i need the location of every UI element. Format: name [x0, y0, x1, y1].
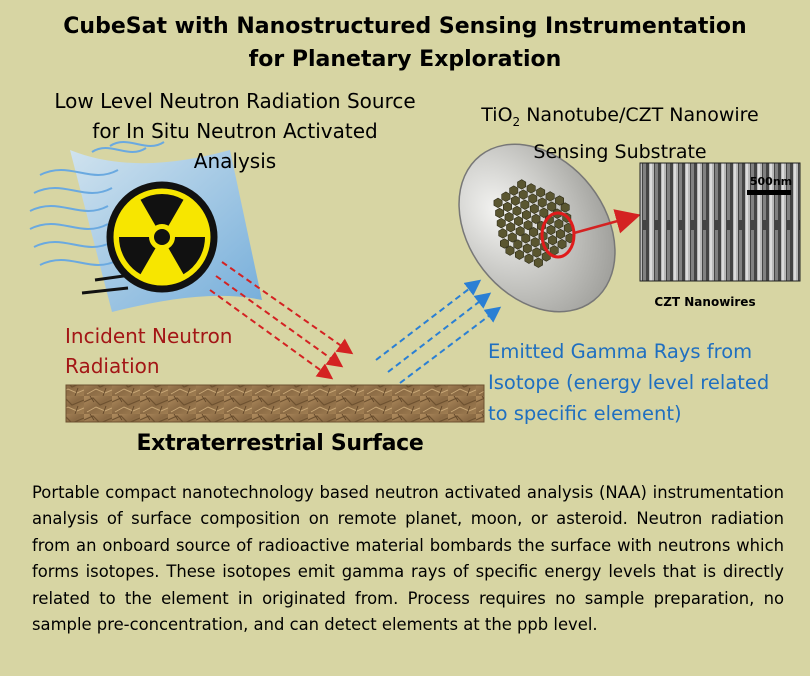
- nanostructure-cell: [522, 234, 530, 244]
- nanostructure-cell: [555, 219, 563, 229]
- nanostructure-cell: [534, 258, 542, 268]
- nanostructure-cell: [546, 192, 554, 202]
- neutron-source-label-line-1: Low Level Neutron Radiation Source: [20, 86, 450, 116]
- nanostructure-cell: [525, 254, 533, 264]
- substrate-label-line-1: TiO2 Nanotube/CZT Nanowire: [430, 100, 810, 137]
- micrograph-caption: CZT Nanowires: [615, 287, 795, 317]
- nanostructure-cell: [518, 180, 526, 190]
- emitted-gamma-label: Emitted Gamma Rays from Isotope (energy …: [488, 336, 808, 429]
- substrate-label: TiO2 Nanotube/CZT Nanowire Sensing Subst…: [430, 100, 810, 167]
- incident-label-line-2: Radiation: [65, 351, 295, 381]
- substrate-label-tio: TiO: [481, 104, 512, 126]
- nanostructure-cell: [537, 188, 545, 198]
- nanostructure-cell: [500, 239, 508, 249]
- nanostructure-cell: [505, 212, 513, 222]
- description-paragraph: Portable compact nanotechnology based ne…: [32, 480, 784, 638]
- nanostructure-cell: [515, 250, 523, 260]
- neutron-source-label-line-3: Analysis: [20, 146, 450, 176]
- nanostructure-cell: [558, 239, 566, 249]
- nanostructure-cell: [519, 190, 527, 200]
- incident-neutron-label: Incident Neutron Radiation: [65, 321, 295, 381]
- nanostructure-cell: [506, 246, 514, 256]
- nanostructure-cell: [522, 210, 530, 220]
- nanostructure-cell: [531, 238, 539, 248]
- nanostructure-cell: [514, 240, 522, 250]
- emitted-label-line-1: Emitted Gamma Rays from: [488, 336, 808, 367]
- nanostructure-cell: [547, 225, 555, 235]
- neutron-source-label: Low Level Neutron Radiation Source for I…: [20, 86, 450, 176]
- emitted-label-line-3: to specific element): [488, 398, 808, 429]
- nanostructure-cell: [561, 203, 569, 213]
- emitted-label-line-2: Isotope (energy level related: [488, 367, 808, 398]
- nanostructure-cell: [510, 186, 518, 196]
- nanostructure-cell: [511, 196, 519, 206]
- nanostructure-cell: [513, 206, 521, 216]
- nanostructure-cell: [521, 200, 529, 210]
- emitted-gamma-arrows: [376, 282, 498, 383]
- nanostructure-cell: [530, 204, 538, 214]
- nanostructure-cell: [494, 198, 502, 208]
- nanostructure-cell: [496, 208, 504, 218]
- nanostructure-cell: [499, 229, 507, 239]
- substrate-label-line-2: Sensing Substrate: [430, 137, 810, 167]
- nanostructure-cell: [502, 192, 510, 202]
- nanostructure-cell: [497, 218, 505, 228]
- nanostructure-cell: [548, 235, 556, 245]
- extraterrestrial-surface-strip: [66, 385, 484, 422]
- scale-bar: [747, 190, 791, 195]
- substrate-label-rest: Nanotube/CZT Nanowire: [520, 104, 759, 126]
- nanostructure-cell: [524, 220, 532, 230]
- nanostructure-cell: [533, 248, 541, 258]
- nanostructure-cell: [555, 196, 563, 206]
- scale-bar-label: 500nm: [742, 175, 800, 189]
- neutron-source-label-line-2: for In Situ Neutron Activated: [20, 116, 450, 146]
- nanostructure-cell: [507, 222, 515, 232]
- nanostructure-cell: [529, 227, 537, 237]
- nanostructure-cell: [529, 194, 537, 204]
- nanostructure-cell: [523, 244, 531, 254]
- nanostructure-cell: [503, 202, 511, 212]
- nanostructure-cell: [516, 226, 524, 236]
- surface-label: Extraterrestrial Surface: [70, 429, 490, 459]
- nanostructure-cell: [538, 198, 546, 208]
- nanostructure-cell: [556, 229, 564, 239]
- incident-label-line-1: Incident Neutron: [65, 321, 295, 351]
- nanostructure-cell: [527, 184, 535, 194]
- nanostructure-cell: [532, 214, 540, 224]
- nanostructure-cell: [548, 202, 556, 212]
- nanostructure-cell: [540, 208, 548, 218]
- nanostructure-cell: [508, 233, 516, 243]
- nanostructure-cell: [514, 216, 522, 226]
